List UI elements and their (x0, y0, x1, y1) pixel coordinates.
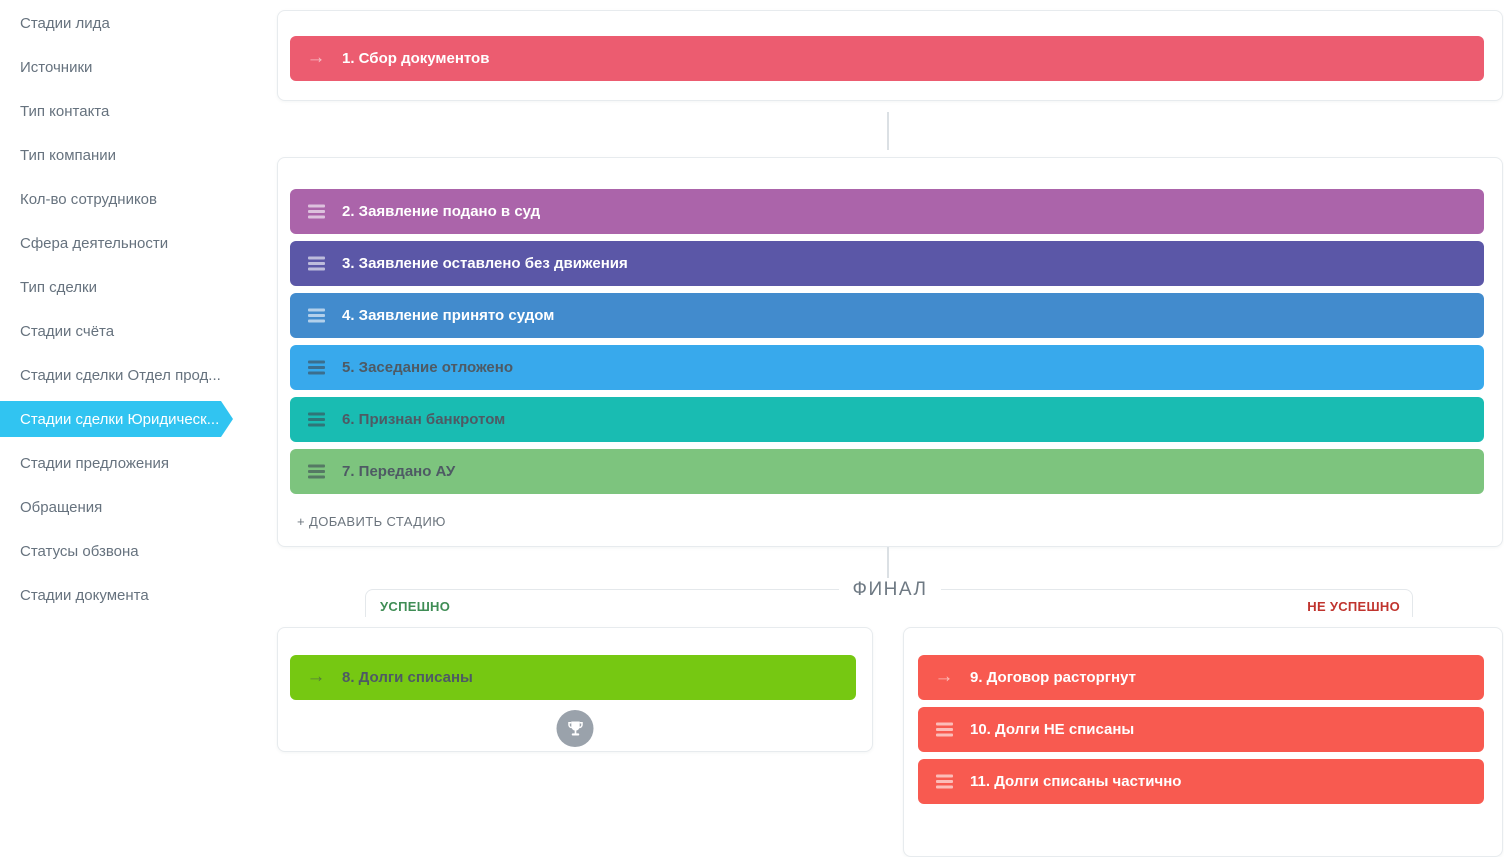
sidebar-item-activity-sphere[interactable]: Сфера деятельности (20, 234, 169, 252)
drag-handle-icon[interactable] (307, 418, 325, 421)
drag-handle-icon[interactable] (307, 366, 325, 369)
stage-bar-11[interactable]: 11. Долги списаны частично (918, 759, 1484, 804)
fail-stages-card: → 9. Договор расторгнут 10. Долги НЕ спи… (903, 627, 1503, 857)
sidebar-item-offer-stages[interactable]: Стадии предложения (20, 454, 170, 472)
stage-label: 2. Заявление подано в суд (342, 203, 541, 220)
intermediate-stages-card: 2. Заявление подано в суд 3. Заявление о… (277, 157, 1503, 547)
fail-label: НЕ УСПЕШНО (1307, 599, 1400, 614)
drag-handle-icon[interactable] (307, 314, 325, 317)
final-bracket: УСПЕШНО НЕ УСПЕШНО (365, 589, 1413, 617)
sidebar-item-call-statuses[interactable]: Статусы обзвона (20, 542, 139, 560)
stage-bar-10[interactable]: 10. Долги НЕ списаны (918, 707, 1484, 752)
connector-line (887, 547, 889, 578)
arrow-right-icon: → (306, 666, 326, 687)
stage-label: 7. Передано АУ (342, 463, 456, 480)
success-label: УСПЕШНО (380, 599, 451, 614)
sidebar-item-document-stages[interactable]: Стадии документа (20, 586, 149, 604)
connector-line (887, 112, 889, 150)
sidebar-item-company-type[interactable]: Тип компании (20, 146, 117, 164)
stage-label: 1. Сбор документов (342, 50, 490, 67)
sidebar-item-contact-type[interactable]: Тип контакта (20, 102, 110, 120)
sidebar-item-invoice-stages[interactable]: Стадии счёта (20, 322, 115, 340)
stage-label: 5. Заседание отложено (342, 359, 513, 376)
stage-bar-3[interactable]: 3. Заявление оставлено без движения (290, 241, 1484, 286)
stage-label: 8. Долги списаны (342, 669, 473, 686)
sidebar-item-appeals[interactable]: Обращения (20, 498, 103, 516)
stage-bar-2[interactable]: 2. Заявление подано в суд (290, 189, 1484, 234)
initial-stage-card: → 1. Сбор документов (277, 10, 1503, 101)
stage-bar-7[interactable]: 7. Передано АУ (290, 449, 1484, 494)
stage-bar-6[interactable]: 6. Признан банкротом (290, 397, 1484, 442)
drag-handle-icon[interactable] (307, 262, 325, 265)
success-stages-card: → 8. Долги списаны (277, 627, 873, 752)
add-stage-button[interactable]: + ДОБАВИТЬ СТАДИЮ (297, 514, 446, 529)
trophy-icon (556, 710, 594, 747)
stage-bar-1[interactable]: → 1. Сбор документов (290, 36, 1484, 81)
arrow-right-icon: → (306, 47, 326, 68)
stage-label: 6. Признан банкротом (342, 411, 506, 428)
stage-label: 10. Долги НЕ списаны (970, 721, 1135, 738)
sidebar-item-sources[interactable]: Источники (20, 58, 93, 76)
stage-bar-9[interactable]: → 9. Договор расторгнут (918, 655, 1484, 700)
stage-label: 11. Долги списаны частично (970, 773, 1182, 790)
arrow-right-icon: → (934, 666, 954, 687)
settings-sidebar: Стадии лида Источники Тип контакта Тип к… (0, 1, 250, 617)
drag-handle-icon[interactable] (307, 210, 325, 213)
sidebar-item-deal-stages-legal[interactable]: Стадии сделки Юридическ... (0, 397, 233, 441)
stage-label: 4. Заявление принято судом (342, 307, 555, 324)
drag-handle-icon[interactable] (935, 780, 953, 783)
sidebar-item-employee-count[interactable]: Кол-во сотрудников (20, 190, 157, 208)
sidebar-item-deal-type[interactable]: Тип сделки (20, 278, 97, 296)
stage-label: 9. Договор расторгнут (970, 669, 1136, 686)
stage-bar-8[interactable]: → 8. Долги списаны (290, 655, 856, 700)
stage-bar-4[interactable]: 4. Заявление принято судом (290, 293, 1484, 338)
drag-handle-icon[interactable] (935, 728, 953, 731)
stage-label: 3. Заявление оставлено без движения (342, 255, 628, 272)
sidebar-item-deal-stages-sales[interactable]: Стадии сделки Отдел прод... (20, 366, 221, 384)
stage-bar-5[interactable]: 5. Заседание отложено (290, 345, 1484, 390)
drag-handle-icon[interactable] (307, 470, 325, 473)
sidebar-item-lead-stages[interactable]: Стадии лида (20, 14, 110, 32)
